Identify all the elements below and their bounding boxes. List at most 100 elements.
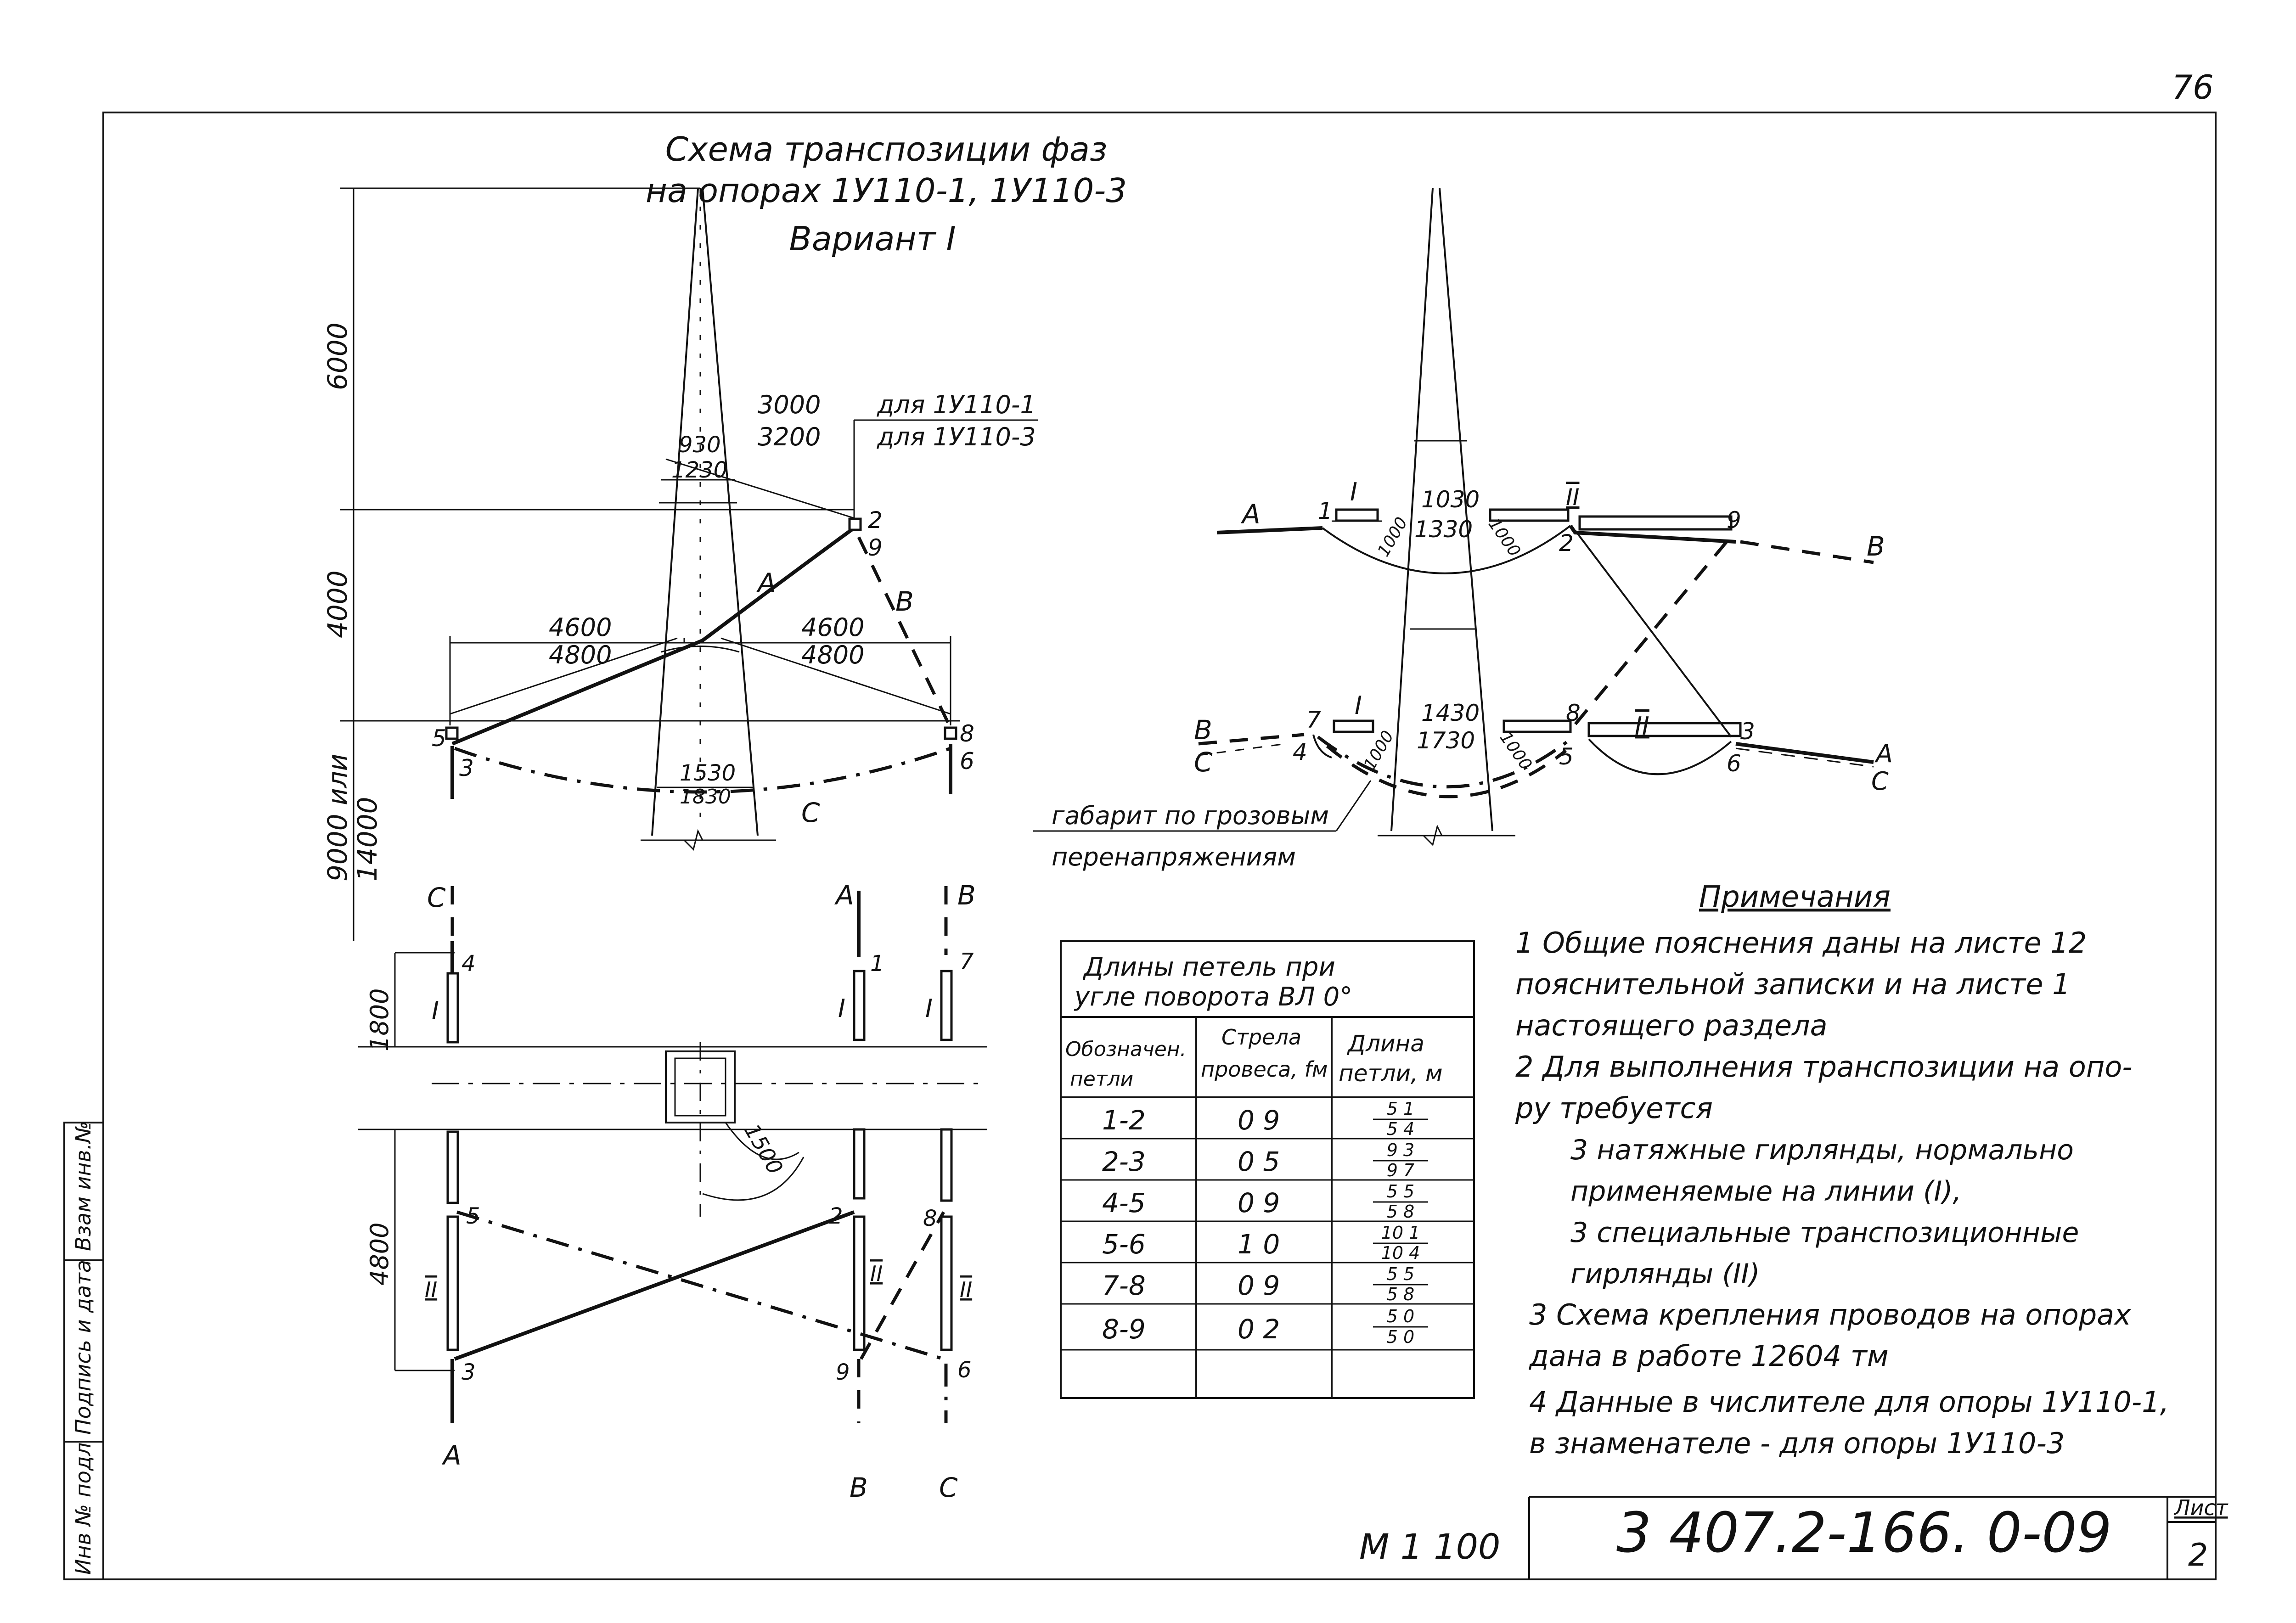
right-phase-b-right: В [1867,531,1885,562]
width-bottom-num: 1530 [680,760,736,786]
sheet-label: Лист [2173,1495,2228,1520]
insulator-ii-top-long [1578,515,1733,531]
dim-1800: 1800 [365,988,394,1051]
row-2-sag: 0 5 [1238,1146,1280,1177]
plan-point-3: 3 [461,1359,476,1385]
drawing-title: Схема транспозиции фаз на опорах 1У110-1… [646,130,1127,258]
arm-right-den: 4800 [801,640,864,669]
plan-phase-c-bottom: С [939,1472,958,1503]
plan-point-6: 6 [957,1357,972,1383]
right-point-6: 6 [1727,750,1741,777]
plan-phase-a-top: А [834,880,854,911]
row-6-length-num: 5 0 [1387,1306,1414,1326]
note-line-4: 2 Для выполнения транспозиции на опо- [1515,1050,2133,1084]
dim-6000: 6000 [322,322,353,390]
loop-length-table: Длины петель при угле поворота ВЛ 0° Обо… [1060,940,1475,1399]
right-phase-a-right: А [1874,739,1893,768]
arm-top-note-1: для 1У110-1 [877,390,1036,419]
table-caption-1: Длины петель при [1082,952,1335,982]
document-number: 3 407.2-166. 0-09 [1616,1501,2112,1565]
insulator-ii-bottom-long [1587,722,1742,737]
right-phase-b-left: В [1194,714,1212,746]
row-5-length-den: 5 8 [1387,1284,1414,1304]
plan-insulator-ii-middle [853,1215,866,1351]
right-tower-elevation: 1030 1330 1430 1730 1000 1000 1000 1000 … [1033,188,1893,871]
note-line-5: ру требуется [1515,1091,1713,1125]
width-top-num-right: 1030 [1421,486,1480,513]
arm-right-num: 4600 [801,613,864,642]
note-line-9: гирлянды (II) [1570,1258,1760,1290]
insulator-label-i-bottom: I [1355,691,1362,720]
insulator-ii-top-short [1489,508,1570,522]
dim-14000: 14000 [352,797,383,882]
note-line-11: дана в работе 12604 тм [1529,1339,1889,1373]
row-3-length-den: 5 8 [1387,1202,1414,1222]
clearance-label-1: габарит по грозовым [1052,801,1329,830]
row-6-length-den: 5 0 [1387,1327,1414,1347]
note-line-6: 3 натяжные гирлянды, нормально [1570,1134,2074,1166]
loop-label-3: 1000 [1360,728,1397,774]
plan-phase-b-top: В [957,880,976,911]
dim-1500: 1500 [739,1120,788,1179]
right-point-8: 8 [1566,700,1581,726]
note-line-3: настоящего раздела [1515,1009,1828,1042]
arm-top-den: 3200 [758,422,821,451]
dim-9000: 9000 или [322,753,353,882]
row-1-sag: 0 9 [1238,1105,1280,1136]
side-stamp: Взам инв.№ Подпись и дата Инв № подл [63,1121,104,1580]
plan-label-i-2: I [838,994,845,1023]
phase-b-label: В [895,586,914,617]
row-3-sag: 0 9 [1238,1187,1280,1219]
plan-point-9: 9 [836,1359,850,1385]
row-4-length-num: 10 1 [1381,1223,1420,1243]
plan-label-i-3: I [925,994,933,1023]
point-6: 6 [960,748,974,775]
title-line-3: Вариант I [789,219,956,258]
plan-label-i-1: I [432,996,439,1025]
table-header-col1-b: петли [1070,1067,1133,1091]
plan-phase-c-top: С [427,882,446,913]
table-header-col3-b: петли, м [1339,1060,1443,1087]
title-line-2: на опорах 1У110-1, 1У110-3 [646,171,1127,210]
right-phase-a-left: А [1240,499,1261,530]
left-tower-elevation: 6000 4000 9000 или 14000 3000 3200 для 1… [322,187,1038,941]
plan-point-2: 2 [829,1203,843,1229]
right-point-5: 5 [1559,743,1574,770]
insulator-i-top [1335,508,1379,522]
page-number: 76 [2172,68,2214,107]
row-3-length-num: 5 5 [1387,1181,1414,1202]
width-top-den: 1230 [671,457,727,483]
row-1-length-num: 5 1 [1387,1099,1414,1119]
right-point-1: 1 [1318,498,1333,524]
right-phase-c-left: С [1194,747,1213,778]
row-2-length-den: 9 7 [1387,1160,1414,1180]
plan-point-8: 8 [923,1206,937,1231]
point-9: 9 [868,534,883,561]
note-line-1: 1 Общие пояснения даны на листе 12 [1515,926,2087,960]
row-4-length-den: 10 4 [1381,1243,1420,1263]
title-line-1: Схема транспозиции фаз [665,130,1108,168]
plan-point-1: 1 [870,951,884,977]
insulator-label-ii-bottom: II [1635,712,1649,741]
plan-phase-a-bottom: А [441,1440,461,1471]
table-header-col3-a: Длина [1347,1030,1424,1057]
insulator-label-ii-top: II [1566,484,1580,511]
row-6-loop: 8-9 [1102,1314,1146,1345]
point-3: 3 [459,755,474,781]
width-bottom-num-right: 1430 [1421,700,1480,726]
arm-top-num: 3000 [758,390,821,419]
insulator-i-bottom [1333,719,1374,733]
plan-label-ii-1: II [425,1277,437,1302]
plan-insulator-i-middle [853,970,866,1041]
right-point-4: 4 [1293,739,1307,765]
row-6-sag: 0 2 [1238,1314,1280,1345]
dim-4800: 4800 [365,1223,394,1286]
row-4-sag: 1 0 [1238,1229,1280,1260]
arm-left-num: 4600 [549,613,612,642]
note-line-7: применяемые на линии (I), [1570,1175,1962,1207]
table-header-col1-a: Обозначен. [1065,1038,1187,1061]
note-line-13: в знаменателе - для опоры 1У110-3 [1529,1426,2065,1460]
plan-insulator-i-right [940,970,953,1041]
point-8: 8 [960,720,974,747]
note-line-12: 4 Данные в числителе для опоры 1У110-1, [1529,1385,2169,1419]
